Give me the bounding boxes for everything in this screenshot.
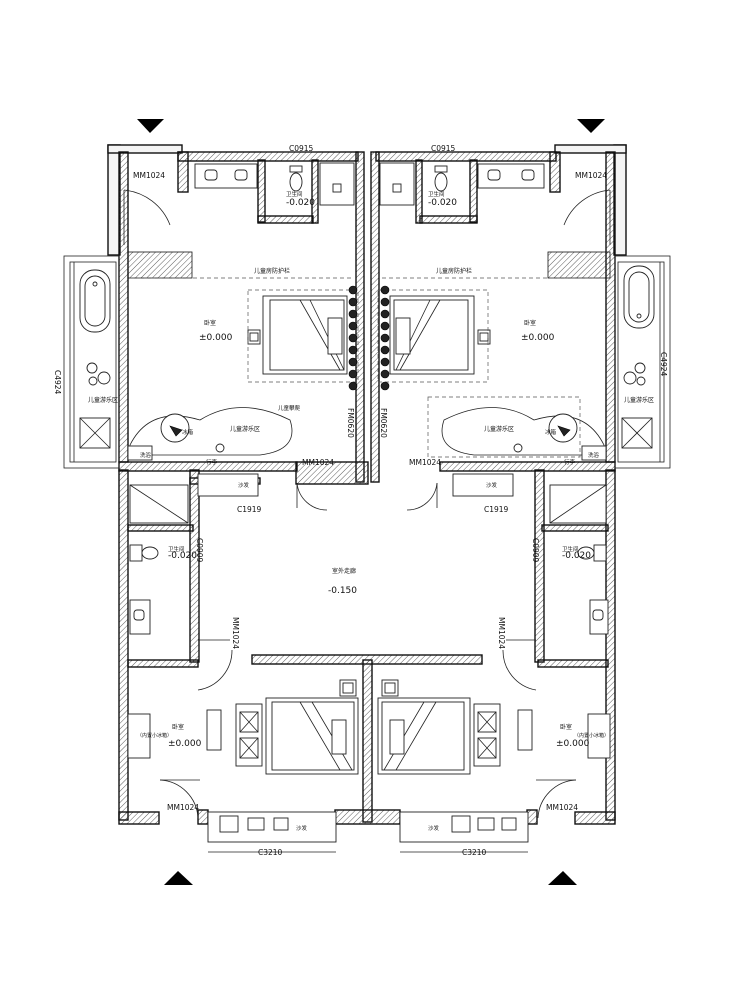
door-icon [296, 482, 438, 511]
outer-walls [107, 144, 627, 825]
window-c3210 [207, 811, 529, 843]
shower-box-icon [319, 162, 415, 206]
armchair-icon [235, 703, 501, 767]
bed-icon [265, 679, 359, 775]
balcony-right [614, 255, 671, 469]
closet-hatch [127, 251, 611, 279]
door-icon [159, 779, 577, 819]
door-icon [197, 639, 537, 691]
plant-decor-icon [348, 285, 390, 391]
entrance-arrow-icon [164, 871, 193, 885]
lower-bathroom [129, 484, 609, 635]
shower-stall-icon [621, 417, 653, 449]
door-icon [123, 189, 611, 245]
entrance-arrow-icon [577, 119, 605, 133]
toilet-icon [289, 165, 448, 192]
window-c1919 [197, 473, 514, 497]
kids-play-zone [129, 396, 605, 458]
stool-icon [86, 362, 646, 386]
bed-icon [389, 295, 491, 375]
bathtub-icon [79, 269, 111, 333]
bed-icon [377, 679, 471, 775]
dimension-lines [208, 151, 528, 853]
entrance-arrow-icon [548, 871, 577, 885]
bathtub-icon [623, 265, 655, 329]
balcony-left [63, 255, 120, 469]
shower-stall-icon [79, 417, 111, 449]
bed-icon [247, 295, 348, 375]
sink-icon [194, 163, 545, 189]
entrance-arrow-icon [137, 119, 164, 133]
